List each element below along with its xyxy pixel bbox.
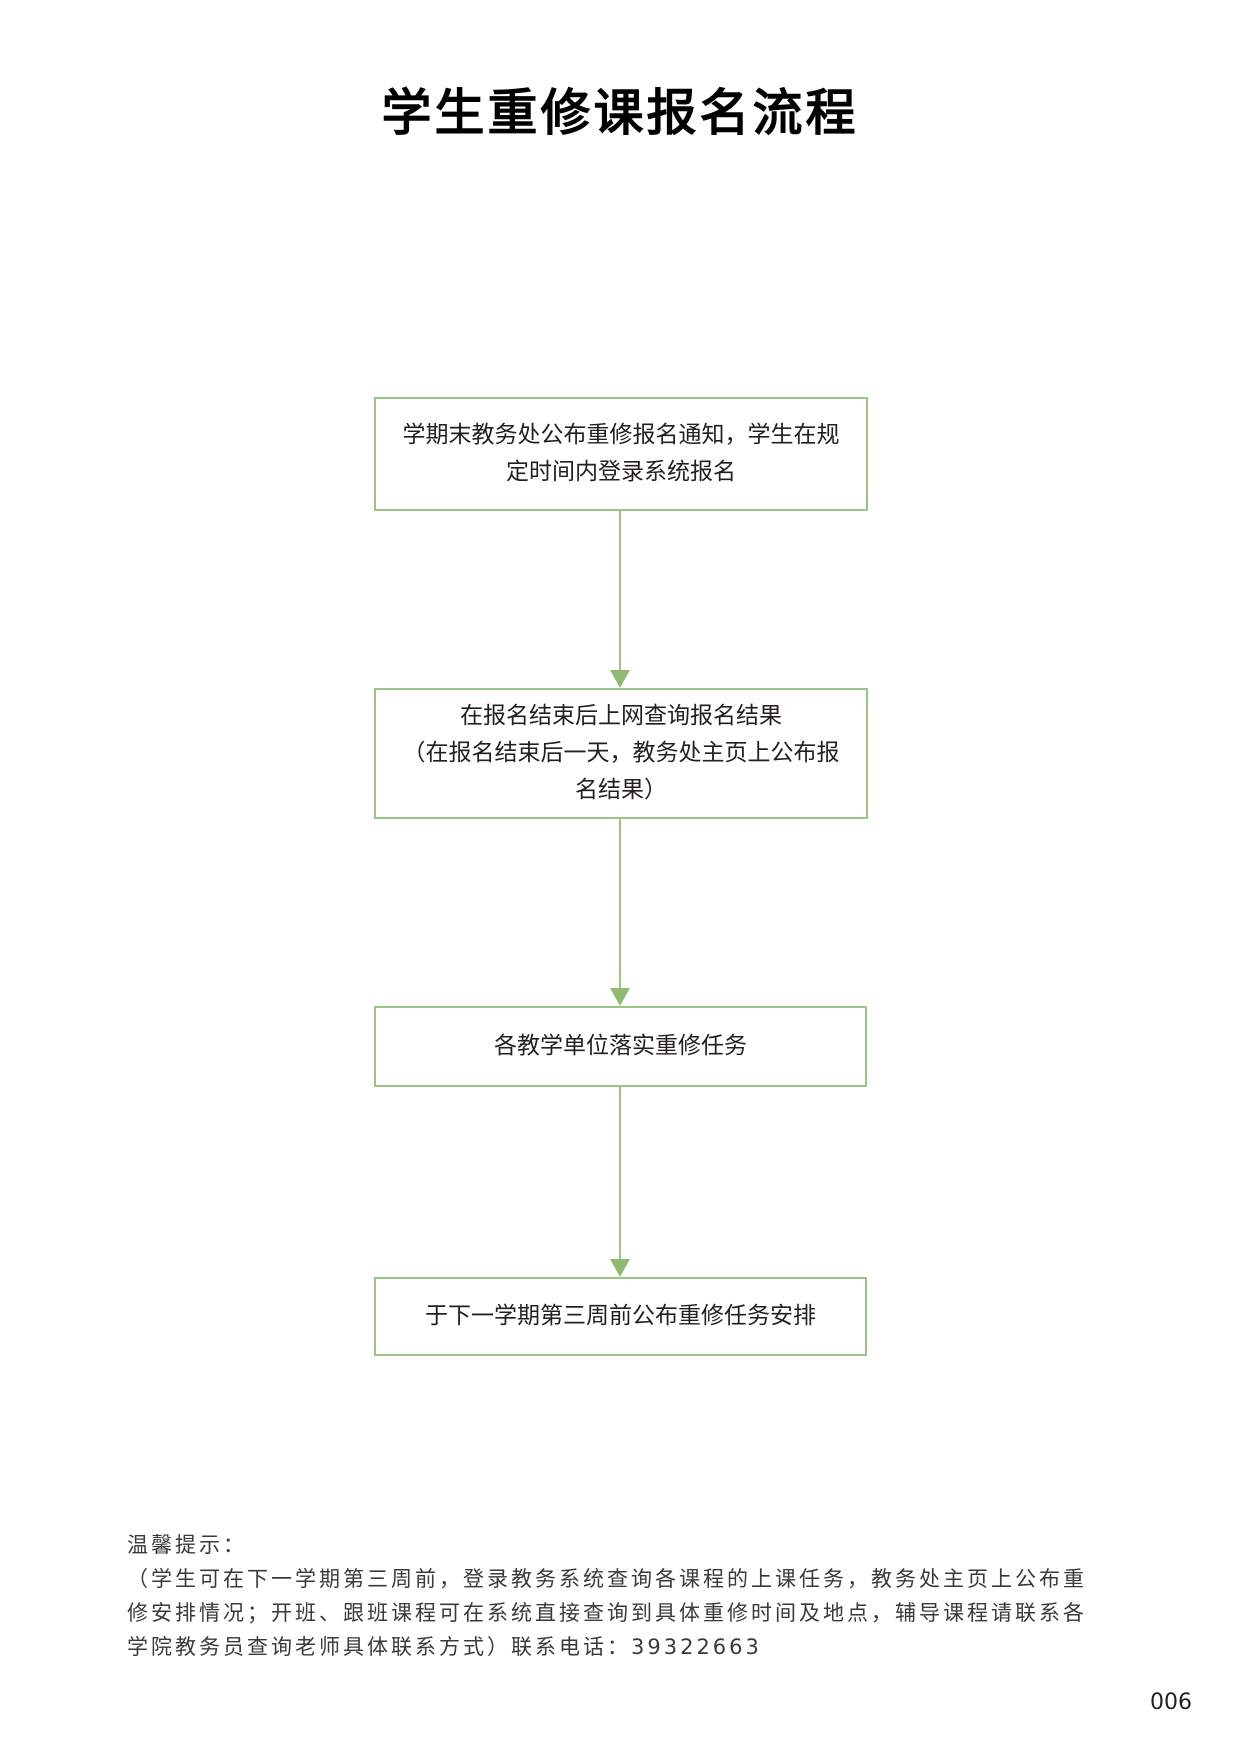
flow-step-1: 学期末教务处公布重修报名通知，学生在规 定时间内登录系统报名: [374, 397, 868, 511]
connector-line-2: [619, 819, 621, 989]
flow-step-4-text: 于下一学期第三周前公布重修任务安排: [425, 1303, 816, 1329]
flow-step-2-text: 在报名结束后上网查询报名结果 （在报名结束后一天，教务处主页上公布报 名结果）: [402, 703, 840, 803]
flow-step-3: 各教学单位落实重修任务: [374, 1006, 867, 1087]
connector-line-1: [619, 511, 621, 671]
tips-line: 修安排情况；开班、跟班课程可在系统直接查询到具体重修时间及地点，辅导课程请联系各: [127, 1601, 1087, 1625]
connector-line-3: [619, 1087, 621, 1259]
tips-line: （学生可在下一学期第三周前，登录教务系统查询各课程的上课任务，教务处主页上公布重: [127, 1567, 1087, 1591]
flow-step-4: 于下一学期第三周前公布重修任务安排: [374, 1277, 867, 1356]
tips-section: 温馨提示： （学生可在下一学期第三周前，登录教务系统查询各课程的上课任务，教务处…: [127, 1528, 1102, 1664]
tips-line: 学院教务员查询老师具体联系方式）联系电话：39322663: [127, 1635, 762, 1659]
arrow-down-icon: [610, 670, 630, 688]
arrow-down-icon: [610, 988, 630, 1006]
arrow-down-icon: [610, 1259, 630, 1277]
flow-step-1-text: 学期末教务处公布重修报名通知，学生在规 定时间内登录系统报名: [402, 422, 840, 485]
flow-step-3-text: 各教学单位落实重修任务: [494, 1033, 747, 1059]
page-number: 006: [1150, 1690, 1192, 1715]
flow-step-2: 在报名结束后上网查询报名结果 （在报名结束后一天，教务处主页上公布报 名结果）: [374, 688, 868, 819]
page-title: 学生重修课报名流程: [381, 84, 859, 142]
tips-heading: 温馨提示：: [127, 1533, 247, 1557]
